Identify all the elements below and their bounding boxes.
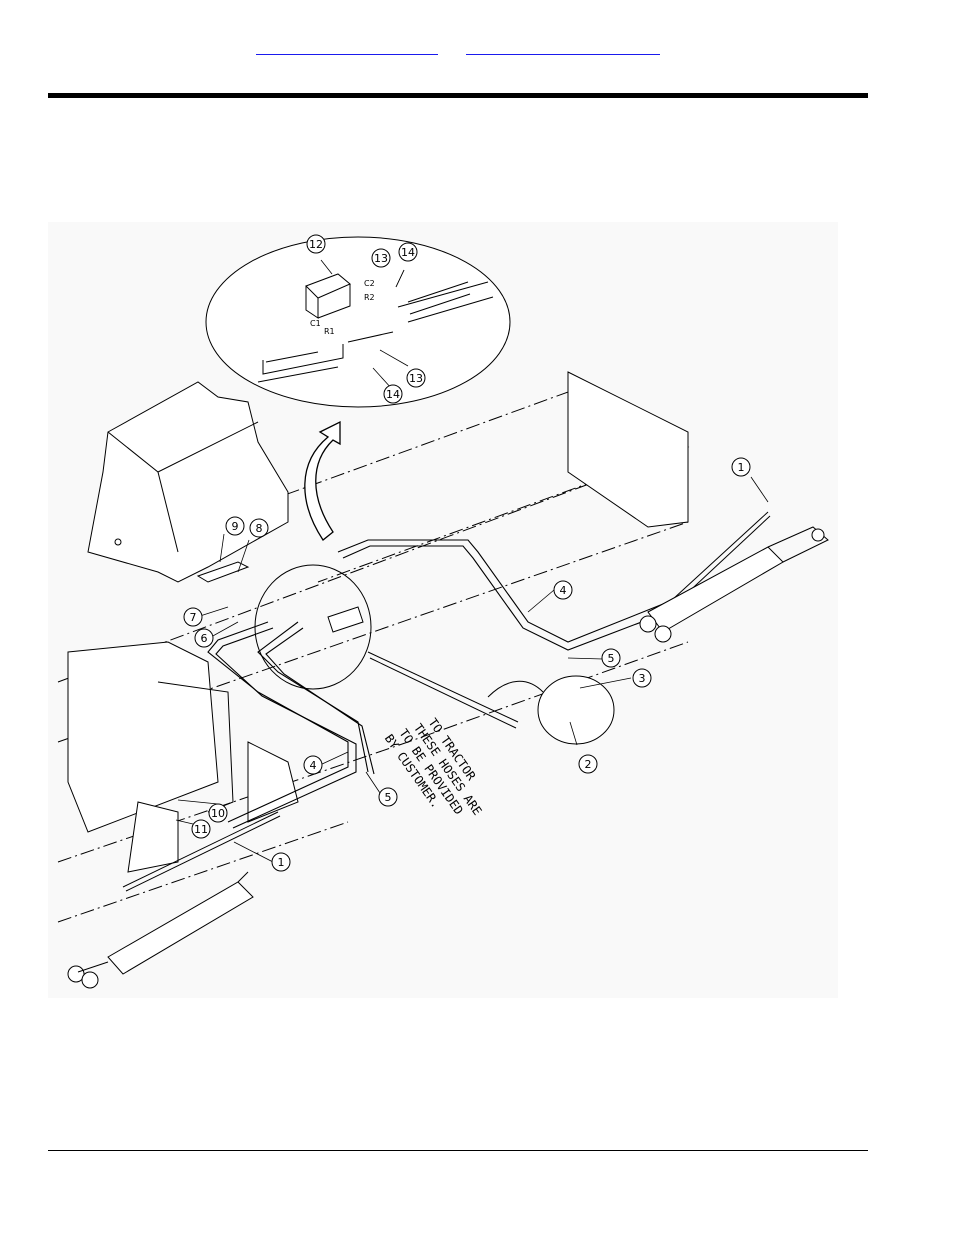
callout-5b: 5 [378,787,398,807]
callout-label: 9 [232,520,239,533]
callout-7: 7 [183,607,203,627]
callout-5a: 5 [601,648,621,668]
callout-label: 3 [639,672,646,685]
callouts: 1 1 2 3 4 4 5 5 6 7 8 9 10 11 12 13 13 1… [183,234,751,872]
detail-arrow [487,680,544,698]
port-label-r2: R2 [364,293,375,302]
callout-10: 10 [208,803,228,823]
header-rule [48,93,868,98]
hoses [207,539,674,829]
right-cylinder [639,526,829,643]
callout-label: 5 [385,791,392,804]
callout-12: 12 [306,234,326,254]
callout-label: 12 [309,238,323,251]
zoom-arrow [304,420,341,541]
cylinder-lines [122,511,771,892]
callout-label: 1 [278,856,285,869]
left-frame [67,641,299,873]
callout-3: 3 [632,668,652,688]
callout-13b: 13 [406,368,426,388]
callout-1a: 1 [731,457,751,477]
header-link-2[interactable] [466,40,660,55]
callout-1b: 1 [271,852,291,872]
callout-14a: 14 [398,242,418,262]
valve-block [257,273,494,383]
detail-circle-2 [537,675,615,745]
callout-label: 13 [374,252,388,265]
callout-label: 4 [310,759,317,772]
callout-label: 5 [608,652,615,665]
detail-circle [254,564,372,690]
callout-label: 14 [386,388,400,401]
hydraulic-parts-diagram: 1 1 2 3 4 4 5 5 6 7 8 9 10 11 12 13 13 1… [48,222,838,998]
shield [87,381,289,583]
manifold-small [327,606,364,633]
callout-label: 6 [201,632,208,645]
callout-9: 9 [225,516,245,536]
callout-label: 4 [560,584,567,597]
left-cylinder [67,871,254,989]
callout-label: 14 [401,246,415,259]
callout-4a: 4 [553,580,573,600]
callout-label: 11 [194,823,208,836]
zoom-ellipse [205,236,511,408]
port-labels: C2 R2 C1 R1 [310,279,375,336]
callout-6: 6 [194,628,214,648]
port-label-r1: R1 [324,327,335,336]
callout-label: 1 [738,461,745,474]
diagram-svg: 1 1 2 3 4 4 5 5 6 7 8 9 10 11 12 13 13 1… [57,234,829,989]
callout-13a: 13 [371,248,391,268]
customer-note: TO TRACTOR THESE HOSES ARE TO BE PROVIDE… [382,716,485,818]
header-link-1[interactable] [256,40,438,55]
right-frame [567,371,689,528]
footer-rule [48,1150,868,1151]
callout-11: 11 [191,819,211,839]
callout-label: 8 [256,522,263,535]
callout-label: 7 [190,611,197,624]
callout-8: 8 [249,518,269,538]
port-label-c1: C1 [310,319,321,328]
callout-label: 2 [585,758,592,771]
header-links [0,40,954,60]
callout-2: 2 [578,754,598,774]
callout-14b: 14 [383,384,403,404]
callout-label: 13 [409,372,423,385]
callout-4b: 4 [303,755,323,775]
callout-label: 10 [211,807,225,820]
port-label-c2: C2 [364,279,375,288]
mount-plate [196,561,250,583]
